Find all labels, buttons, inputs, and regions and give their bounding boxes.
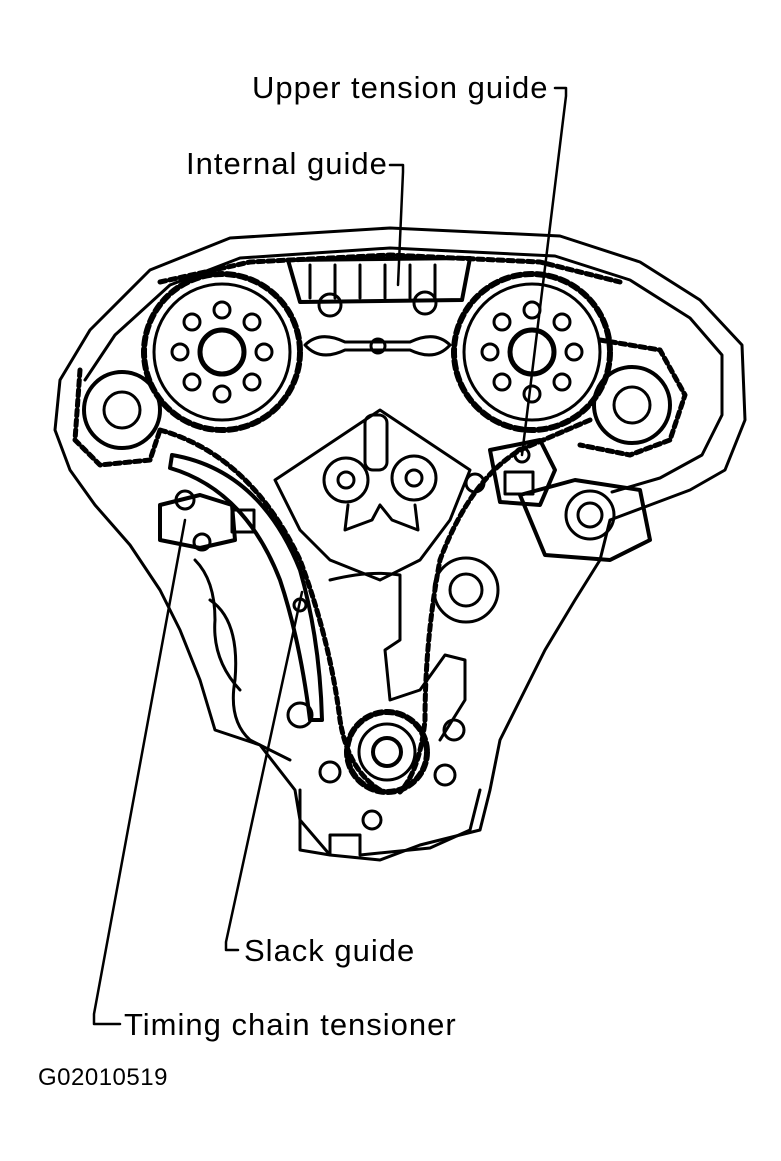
right-idler-sprocket (577, 337, 688, 458)
left-idler-sprocket (72, 367, 163, 468)
left-camshaft-sprocket (141, 271, 303, 433)
bolt-hole (286, 701, 314, 729)
timing-chain-tensioner (158, 489, 256, 552)
bottom-casting (298, 788, 482, 857)
leader-slack-guide (224, 590, 304, 952)
slack-guide (168, 453, 324, 722)
right-lower-sprocket (432, 478, 652, 624)
engine-cover-outline (53, 226, 747, 862)
figure-code: G02010519 (38, 1064, 168, 1091)
bolt-hole (442, 718, 466, 742)
lower-casting (328, 571, 467, 742)
left-side-casting (193, 558, 242, 692)
engine-cover-inner (83, 246, 724, 494)
timing-chain-top (157, 252, 623, 285)
internal-guide (286, 256, 472, 318)
leader-upper-tension-guide (520, 86, 568, 457)
leader-timing-chain-tensioner (92, 518, 187, 1026)
center-link-pin (369, 337, 387, 355)
label-slack-guide: Slack guide (244, 933, 416, 968)
label-internal-guide: Internal guide (186, 146, 388, 181)
label-upper-tension-guide: Upper tension guide (252, 70, 549, 105)
center-boss (322, 413, 438, 532)
center-link (303, 335, 452, 357)
bolt-hole (433, 763, 457, 787)
right-camshaft-sprocket (451, 271, 613, 433)
oil-pump-area (208, 598, 292, 762)
block-casting (273, 408, 472, 582)
leader-internal-guide (388, 163, 405, 287)
upper-tension-guide (464, 438, 557, 507)
bolt-hole (361, 809, 383, 831)
label-timing-chain-tensioner: Timing chain tensioner (124, 1007, 457, 1042)
crankshaft-sprocket (344, 709, 430, 795)
bolt-hole (318, 760, 342, 784)
